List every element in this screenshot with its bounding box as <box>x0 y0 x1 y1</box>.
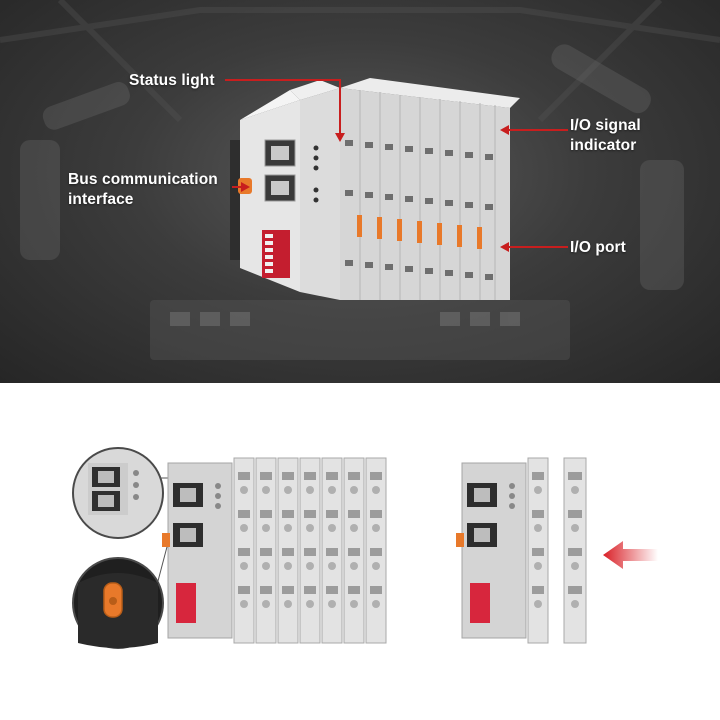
insert-arrow-icon <box>603 541 658 569</box>
io-port-callout: I/O port <box>570 239 626 256</box>
io-module-slice <box>277 457 299 644</box>
io-module-slice <box>299 457 321 644</box>
io-module-slice <box>321 457 343 644</box>
io-indicator-line1: I/O signal <box>570 117 641 134</box>
io-module-slice <box>527 457 549 644</box>
status-light-callout: Status light <box>129 72 215 89</box>
exploded-module-front <box>456 457 587 644</box>
io-module-slice <box>233 457 255 644</box>
bus-communication-callout: Bus communication interface <box>68 170 248 210</box>
io-signal-indicator-callout: I/O signal indicator <box>570 116 690 156</box>
assembled-module-front <box>162 457 387 644</box>
bus-callout-line1: Bus communication <box>68 171 218 188</box>
io-indicator-line2: indicator <box>570 137 637 154</box>
io-module-slice <box>563 457 587 644</box>
io-module-slice <box>343 457 365 644</box>
factory-background <box>0 0 720 360</box>
zoom-circle-latch <box>72 557 164 649</box>
io-module-slice <box>255 457 277 644</box>
coupler-module-photo <box>230 78 520 300</box>
product-photo-panel: Status light Bus communication interface… <box>0 0 720 383</box>
bus-callout-line2: interface <box>68 191 134 208</box>
module-diagrams <box>72 447 658 649</box>
zoom-circle-ports <box>72 447 164 539</box>
io-module-slice <box>365 457 387 644</box>
front-view-diagram-panel <box>0 383 720 720</box>
